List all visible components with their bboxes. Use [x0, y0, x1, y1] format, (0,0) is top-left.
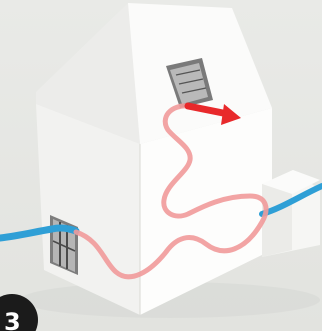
step-badge-label: 3 [4, 308, 21, 331]
annex-side [262, 184, 292, 257]
